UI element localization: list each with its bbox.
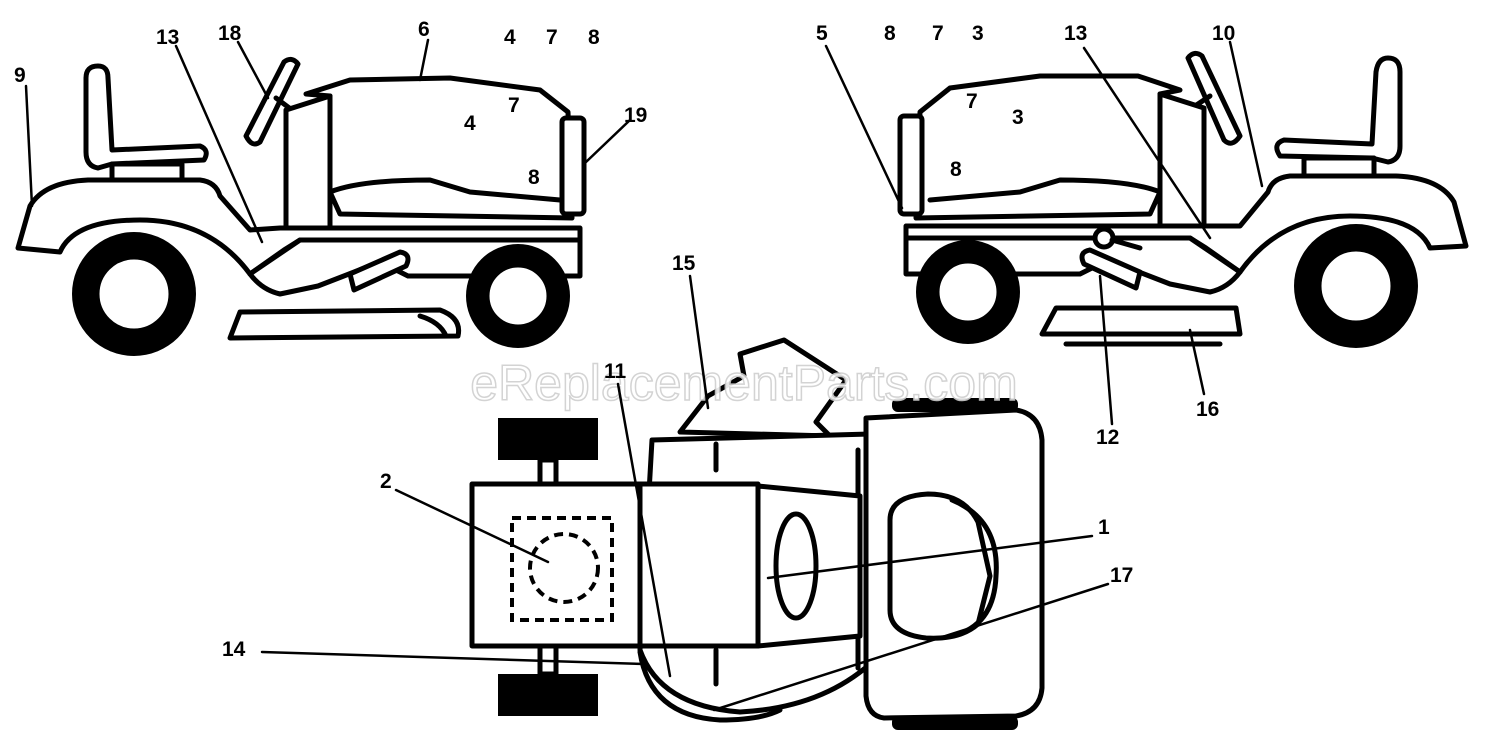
right-dash-tower (1157, 91, 1207, 231)
callout-13-right: 13 (1064, 22, 1087, 45)
callout-4: 4 (464, 112, 476, 135)
callout-11: 11 (604, 360, 627, 383)
left-hood-seam (327, 177, 563, 203)
callout-1: 1 (1098, 516, 1110, 539)
top-deck-guard (637, 649, 783, 723)
top-seat-area (469, 481, 761, 649)
right-mower-deck (1039, 305, 1243, 337)
left-dash-tower (283, 93, 333, 231)
callout-8-right: 8 (884, 22, 896, 45)
callout-labels: 9 13 18 6 4 7 8 19 4 7 8 5 8 7 3 13 10 8… (14, 18, 1235, 661)
right-hood-seam (927, 177, 1163, 203)
leader-19 (584, 118, 632, 164)
left-grille (559, 115, 587, 217)
leader-16 (1188, 328, 1206, 396)
callout-18: 18 (218, 22, 242, 45)
callout-3: 3 (972, 22, 984, 45)
leader-12 (1098, 274, 1114, 426)
callout-17: 17 (1110, 564, 1133, 587)
callout-9: 9 (14, 64, 26, 87)
leader-1 (766, 534, 1094, 580)
leader-6 (418, 38, 430, 82)
leader-10 (1228, 40, 1264, 188)
callout-7-top-left: 7 (546, 26, 558, 49)
right-rear-rim (1318, 248, 1394, 324)
top-steering-hub (773, 511, 819, 621)
callout-7-right: 7 (932, 22, 944, 45)
top-seat-dashed (510, 516, 614, 622)
watermark-text: eReplacementParts.com (470, 355, 1017, 411)
callout-6: 6 (418, 18, 430, 41)
right-side-view (897, 50, 1469, 348)
leader-11 (616, 382, 672, 678)
right-ignition-knob (1092, 226, 1116, 250)
right-deck-lift (1079, 247, 1143, 291)
left-seat-back (83, 63, 209, 171)
leader-2 (394, 488, 550, 564)
left-mower-deck (227, 307, 462, 341)
top-front-bumper-bottom (892, 716, 1018, 730)
callout-12: 12 (1096, 426, 1119, 449)
leader-lines (24, 38, 1264, 712)
top-front-bumper-top (892, 398, 1018, 412)
leader-15 (688, 274, 710, 410)
right-steering-wheel (1185, 50, 1243, 146)
top-rear-tire-top (498, 418, 598, 460)
callout-8-right-body: 8 (950, 158, 962, 181)
leader-13a (174, 44, 264, 244)
left-rear-rim (96, 256, 172, 332)
right-seat-back (1274, 55, 1403, 165)
leader-13b (1082, 46, 1212, 240)
top-seat-dashed-circle (528, 532, 600, 604)
left-deck-lift (347, 249, 411, 293)
right-front-rim (936, 260, 1000, 324)
callout-7-left: 7 (508, 94, 520, 117)
top-discharge-chute (677, 337, 849, 439)
top-rear-tire-bottom (498, 674, 598, 716)
callout-7-right-body: 7 (966, 90, 978, 113)
callout-13-left: 13 (156, 26, 179, 49)
callout-10: 10 (1212, 22, 1235, 45)
callout-8-left: 8 (528, 166, 540, 189)
top-engine-cover (887, 491, 993, 641)
left-side-view (15, 56, 587, 356)
top-view (469, 337, 1045, 730)
right-ignition-lever (1109, 237, 1143, 251)
left-steering-wheel (243, 56, 301, 147)
callout-15: 15 (672, 252, 696, 275)
callout-2: 2 (380, 470, 392, 493)
callout-4-top: 4 (504, 26, 516, 49)
callout-19: 19 (624, 104, 647, 127)
callout-5: 5 (816, 22, 828, 45)
left-deck-chute (417, 313, 449, 339)
leader-14 (260, 650, 646, 666)
callout-16: 16 (1196, 398, 1219, 421)
leader-18 (236, 40, 270, 100)
callout-14: 14 (222, 638, 246, 661)
leader-9 (24, 84, 34, 208)
callout-8-top-left: 8 (588, 26, 600, 49)
leader-5 (824, 44, 904, 210)
left-front-rim (486, 264, 550, 328)
leader-17 (712, 582, 1110, 712)
right-grille (897, 113, 925, 217)
callout-3-body: 3 (1012, 106, 1024, 129)
